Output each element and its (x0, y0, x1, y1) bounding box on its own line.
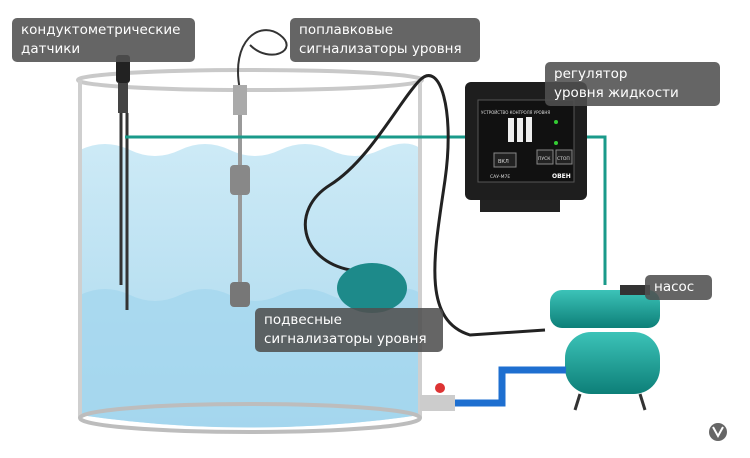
brand-label: ОВЕН (552, 173, 571, 180)
water-pipe (440, 366, 566, 407)
label-pump: насос (645, 275, 712, 300)
v-badge-icon (709, 423, 727, 441)
button-start: ПУСК (538, 156, 551, 162)
label-line: поплавковые (299, 22, 394, 38)
model-label: САУ-М7Е (490, 174, 510, 180)
suspended-float-cable (303, 74, 546, 337)
pump (550, 285, 660, 411)
label-line: регулятор (554, 66, 628, 82)
panel-header: УСТРОЙСТВО КОНТРОЛЯ УРОВНЯ (481, 110, 550, 115)
label-level-regulator: регулятор уровня жидкости (545, 62, 720, 106)
outlet-valve (420, 395, 455, 411)
conductometric-sensor (116, 55, 130, 310)
label-line: уровня жидкости (554, 85, 679, 101)
float-level-switch (230, 29, 288, 307)
sensor-cable (125, 135, 607, 285)
label-conductometric-sensors: кондуктометрические датчики (12, 18, 195, 62)
label-suspended-switches: подвесные сигнализаторы уровня (255, 308, 443, 352)
tank-bottom-rim (78, 402, 422, 434)
valve-handle (435, 383, 445, 393)
button-on: ВКЛ (498, 159, 509, 165)
label-line: насос (654, 279, 695, 295)
label-line: кондуктометрические (21, 22, 181, 38)
label-line: сигнализаторы уровня (299, 41, 462, 57)
label-float-switches: поплавковые сигнализаторы уровня (290, 18, 480, 62)
button-stop: СТОП (557, 156, 570, 162)
suspended-float (337, 263, 407, 313)
level-controller: УСТРОЙСТВО КОНТРОЛЯ УРОВНЯ ВКЛ ПУСК СТОП… (465, 82, 587, 212)
label-line: подвесные (264, 312, 342, 328)
label-line: сигнализаторы уровня (264, 331, 427, 347)
label-line: датчики (21, 41, 81, 57)
